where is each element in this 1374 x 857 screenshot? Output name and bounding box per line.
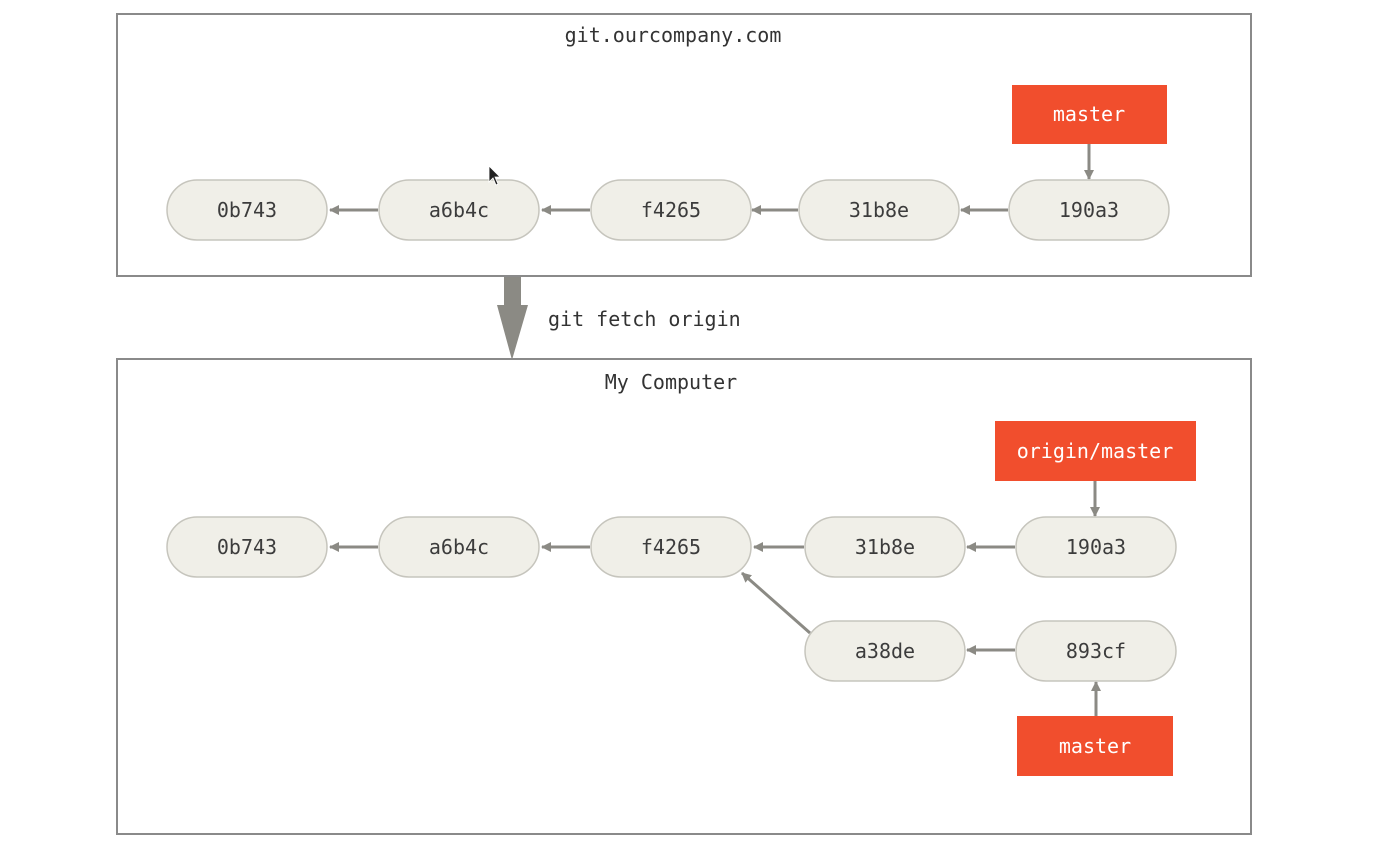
- remote-commit-0b743: 0b743: [166, 179, 328, 241]
- branch-label: master: [1059, 734, 1131, 758]
- commit-hash: 893cf: [1066, 639, 1126, 663]
- commit-hash: 190a3: [1066, 535, 1126, 559]
- commit-hash: 31b8e: [855, 535, 915, 559]
- remote-repository-panel: git.ourcompany.com 0b743 a6b4c f4265 31b…: [116, 13, 1252, 277]
- fetch-transition: git fetch origin: [497, 277, 741, 360]
- remote-commit-f4265: f4265: [590, 179, 752, 241]
- remote-panel-title: git.ourcompany.com: [565, 23, 782, 47]
- local-branch-origin-master: origin/master: [995, 421, 1196, 481]
- commit-hash: 0b743: [217, 198, 277, 222]
- mouse-cursor-icon: [488, 165, 501, 186]
- fetch-arrow-head: [497, 305, 528, 360]
- branch-label: origin/master: [1017, 439, 1174, 463]
- branch-label: master: [1053, 102, 1125, 126]
- local-commit-a6b4c: a6b4c: [378, 516, 540, 578]
- commit-hash: 31b8e: [849, 198, 909, 222]
- commit-hash: f4265: [641, 198, 701, 222]
- local-panel-title: My Computer: [605, 370, 737, 394]
- commit-hash: a6b4c: [429, 535, 489, 559]
- remote-commit-a6b4c: a6b4c: [378, 179, 540, 241]
- local-commit-31b8e: 31b8e: [804, 516, 966, 578]
- commit-hash: f4265: [641, 535, 701, 559]
- commit-hash: 190a3: [1059, 198, 1119, 222]
- fetch-command-label: git fetch origin: [548, 307, 741, 331]
- local-commit-f4265: f4265: [590, 516, 752, 578]
- commit-hash: 0b743: [217, 535, 277, 559]
- remote-commit-31b8e: 31b8e: [798, 179, 960, 241]
- remote-commit-190a3: 190a3: [1008, 179, 1170, 241]
- commit-hash: a6b4c: [429, 198, 489, 222]
- local-edge-a38de-f4265: [741, 571, 811, 635]
- commit-hash: a38de: [855, 639, 915, 663]
- local-commit-0b743: 0b743: [166, 516, 328, 578]
- local-branch-master: master: [1017, 716, 1173, 776]
- remote-branch-master: master: [1012, 85, 1167, 144]
- local-repository-panel: My Computer 0b743 a6b4c f4265 31b8e 19: [116, 358, 1252, 835]
- local-commit-a38de: a38de: [804, 620, 966, 682]
- local-commit-190a3: 190a3: [1015, 516, 1177, 578]
- local-commit-893cf: 893cf: [1015, 620, 1177, 682]
